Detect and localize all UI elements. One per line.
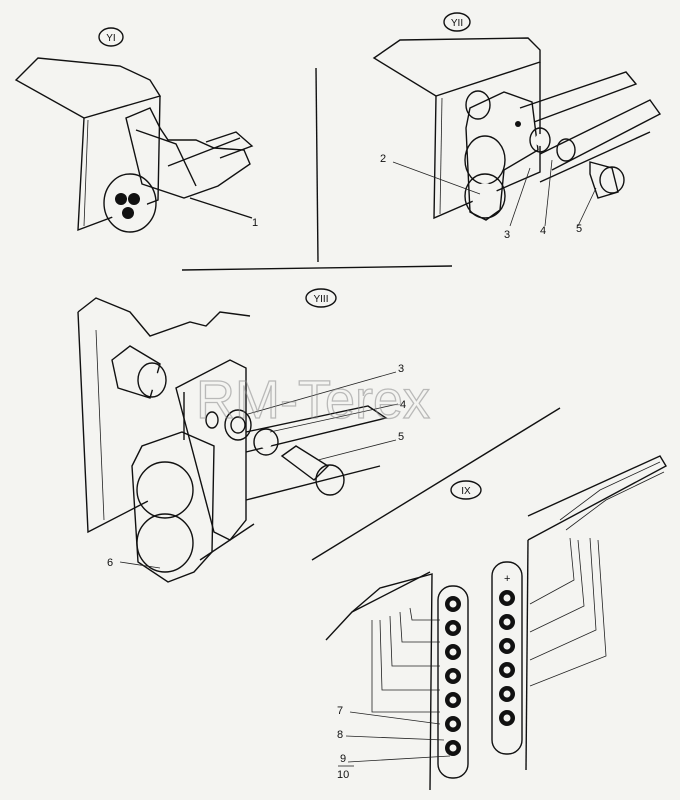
terminal-plus-sign: + xyxy=(504,573,510,585)
terminal-screw-head xyxy=(503,666,511,674)
terminal-screw-head xyxy=(503,618,511,626)
callout-1: 1 xyxy=(252,217,258,229)
callout-6: 6 xyxy=(107,557,113,569)
watermark: RM-Terex xyxy=(196,370,430,430)
view-badge-yii xyxy=(443,12,471,32)
terminal-screw-head xyxy=(503,714,511,722)
view-label-yii: YII xyxy=(451,18,463,29)
terminal-screw-head xyxy=(449,648,457,656)
terminal-screw-head xyxy=(449,744,457,752)
view-badge-ix xyxy=(450,480,482,500)
view-yi: YI 1 xyxy=(14,27,258,233)
view-yii: YII 2 3 4 5 xyxy=(372,12,662,241)
terminal-screw-head xyxy=(449,720,457,728)
view-label-yiii: YIII xyxy=(313,294,328,305)
callout-2: 2 xyxy=(380,153,386,165)
callout-4b: 4 xyxy=(400,399,406,411)
callout-3b: 3 xyxy=(398,363,404,375)
view-label-yi: YI xyxy=(106,33,115,44)
callout-3a: 3 xyxy=(504,229,510,241)
callout-7: 7 xyxy=(337,705,343,717)
callout-5a: 5 xyxy=(576,223,582,235)
terminal-screw-head xyxy=(503,642,511,650)
view-label-ix: IX xyxy=(461,486,471,497)
callout-10: 10 xyxy=(337,769,349,781)
view-yiii: YIII 3 4 5 6 xyxy=(77,288,406,583)
terminal-screw-head xyxy=(449,696,457,704)
terminal-screw-head xyxy=(449,672,457,680)
view-badge-yi xyxy=(98,27,124,47)
terminal-screw-head xyxy=(503,594,511,602)
callout-8: 8 xyxy=(337,729,343,741)
callout-9: 9 xyxy=(340,753,346,765)
view-ix: IX + 7 8 9 10 xyxy=(325,455,667,791)
terminal-screw-head xyxy=(449,600,457,608)
view-separators xyxy=(181,67,561,561)
terminal-screw-head xyxy=(503,690,511,698)
callout-5b: 5 xyxy=(398,431,404,443)
callout-4a: 4 xyxy=(540,225,546,237)
terminal-screw-head xyxy=(449,624,457,632)
view-badge-yiii xyxy=(305,288,337,308)
